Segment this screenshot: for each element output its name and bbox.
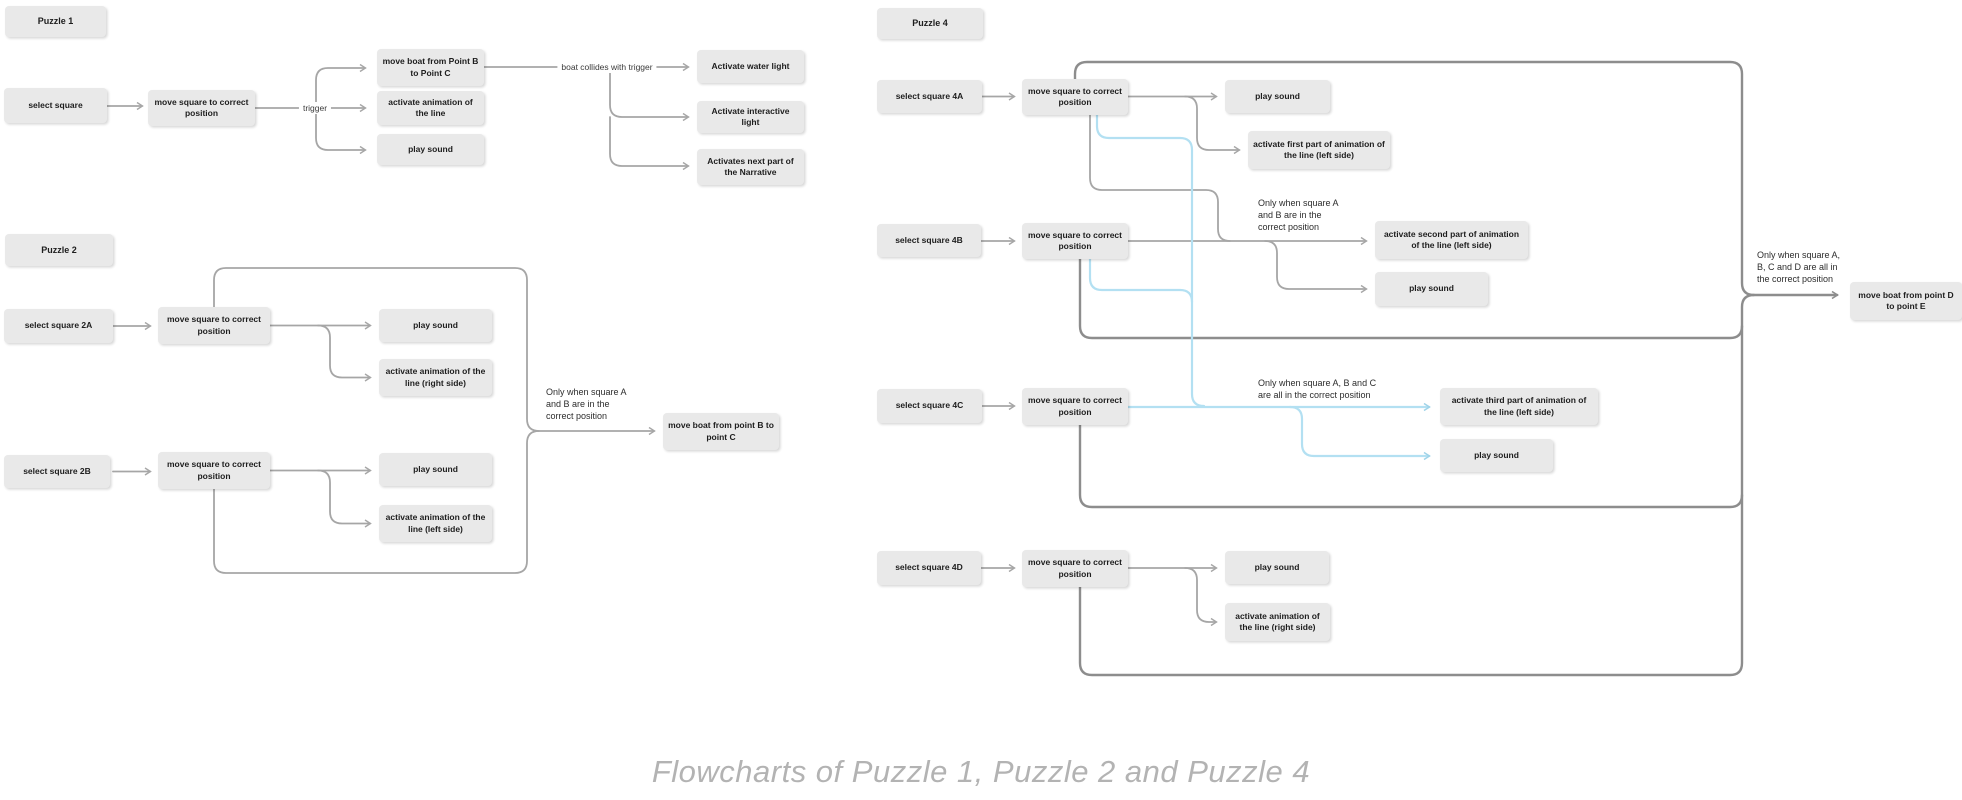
p2-2a-animation-right-node: activate animation of the line (right si… — [379, 359, 492, 396]
puzzle1-title: Puzzle 1 — [5, 6, 106, 37]
p2-2a-play-sound-node: play sound — [379, 309, 492, 342]
puzzle4-loop-edges — [1073, 60, 1839, 677]
p1-move-boat-node: move boat from Point B to Point C — [377, 49, 484, 86]
p1-play-sound-node: play sound — [377, 134, 484, 165]
p1-activate-animation-node: activate animation of the line — [377, 91, 484, 125]
puzzle4-blue-edges — [1088, 113, 1431, 461]
p4-4b-play-sound-node: play sound — [1375, 272, 1488, 306]
p1-water-light-node: Activate water light — [697, 50, 804, 83]
p4-4d-play-sound-node: play sound — [1225, 551, 1329, 584]
p4-select-square-4a-node: select square 4A — [877, 80, 982, 113]
p4-move-square-4a-node: move square to correct position — [1022, 79, 1128, 115]
p2-2b-animation-left-node: activate animation of the line (left sid… — [379, 505, 492, 542]
p2-move-square-2a-node: move square to correct position — [158, 307, 270, 344]
puzzle2-edges — [112, 267, 656, 574]
p1-trigger-edge-label: trigger — [298, 102, 332, 114]
p2-move-boat-node: move boat from point B to point C — [663, 413, 779, 450]
p4-select-square-4c-node: select square 4C — [877, 389, 982, 423]
puzzle2-title: Puzzle 2 — [5, 234, 113, 266]
p4-condition-abc-label: Only when square A, B and C are all in t… — [1258, 378, 1377, 401]
puzzle4-edges — [980, 92, 1368, 627]
p1-boat-collides-edge-label: boat collides with trigger — [557, 61, 657, 73]
p2-2b-play-sound-node: play sound — [379, 453, 492, 486]
p1-select-square-node: select square — [4, 88, 107, 123]
p2-select-square-2b-node: select square 2B — [4, 455, 110, 488]
p4-condition-ab-label: Only when square A and B are in the corr… — [1258, 198, 1339, 233]
p4-4a-first-animation-node: activate first part of animation of the … — [1248, 131, 1390, 169]
p4-select-square-4d-node: select square 4D — [877, 551, 981, 585]
p4-4c-play-sound-node: play sound — [1440, 439, 1553, 472]
p4-condition-abcd-label: Only when square A, B, C and D are all i… — [1757, 250, 1841, 285]
p4-move-square-4b-node: move square to correct position — [1022, 223, 1128, 259]
p2-select-square-2a-node: select square 2A — [4, 309, 113, 343]
p4-move-square-4c-node: move square to correct position — [1022, 388, 1128, 425]
p4-select-square-4b-node: select square 4B — [877, 224, 981, 257]
p2-condition-ab-label: Only when square A and B are in the corr… — [546, 387, 627, 422]
p4-4b-second-animation-node: activate second part of animation of the… — [1375, 221, 1528, 259]
p1-interactive-light-node: Activate interactive light — [697, 101, 804, 133]
diagram-caption: Flowcharts of Puzzle 1, Puzzle 2 and Puz… — [651, 754, 1311, 789]
p4-move-square-4d-node: move square to correct position — [1022, 550, 1128, 587]
p4-4d-animation-right-node: activate animation of the line (right si… — [1225, 603, 1330, 641]
p1-narrative-node: Activates next part of the Narrative — [697, 149, 804, 185]
p4-4c-third-animation-node: activate third part of animation of the … — [1440, 388, 1598, 425]
p2-move-square-2b-node: move square to correct position — [158, 452, 270, 489]
p4-move-boat-node: move boat from point D to point E — [1850, 282, 1962, 320]
puzzle4-title: Puzzle 4 — [877, 8, 983, 39]
p1-move-square-node: move square to correct position — [148, 90, 255, 126]
p4-4a-play-sound-node: play sound — [1225, 80, 1330, 113]
